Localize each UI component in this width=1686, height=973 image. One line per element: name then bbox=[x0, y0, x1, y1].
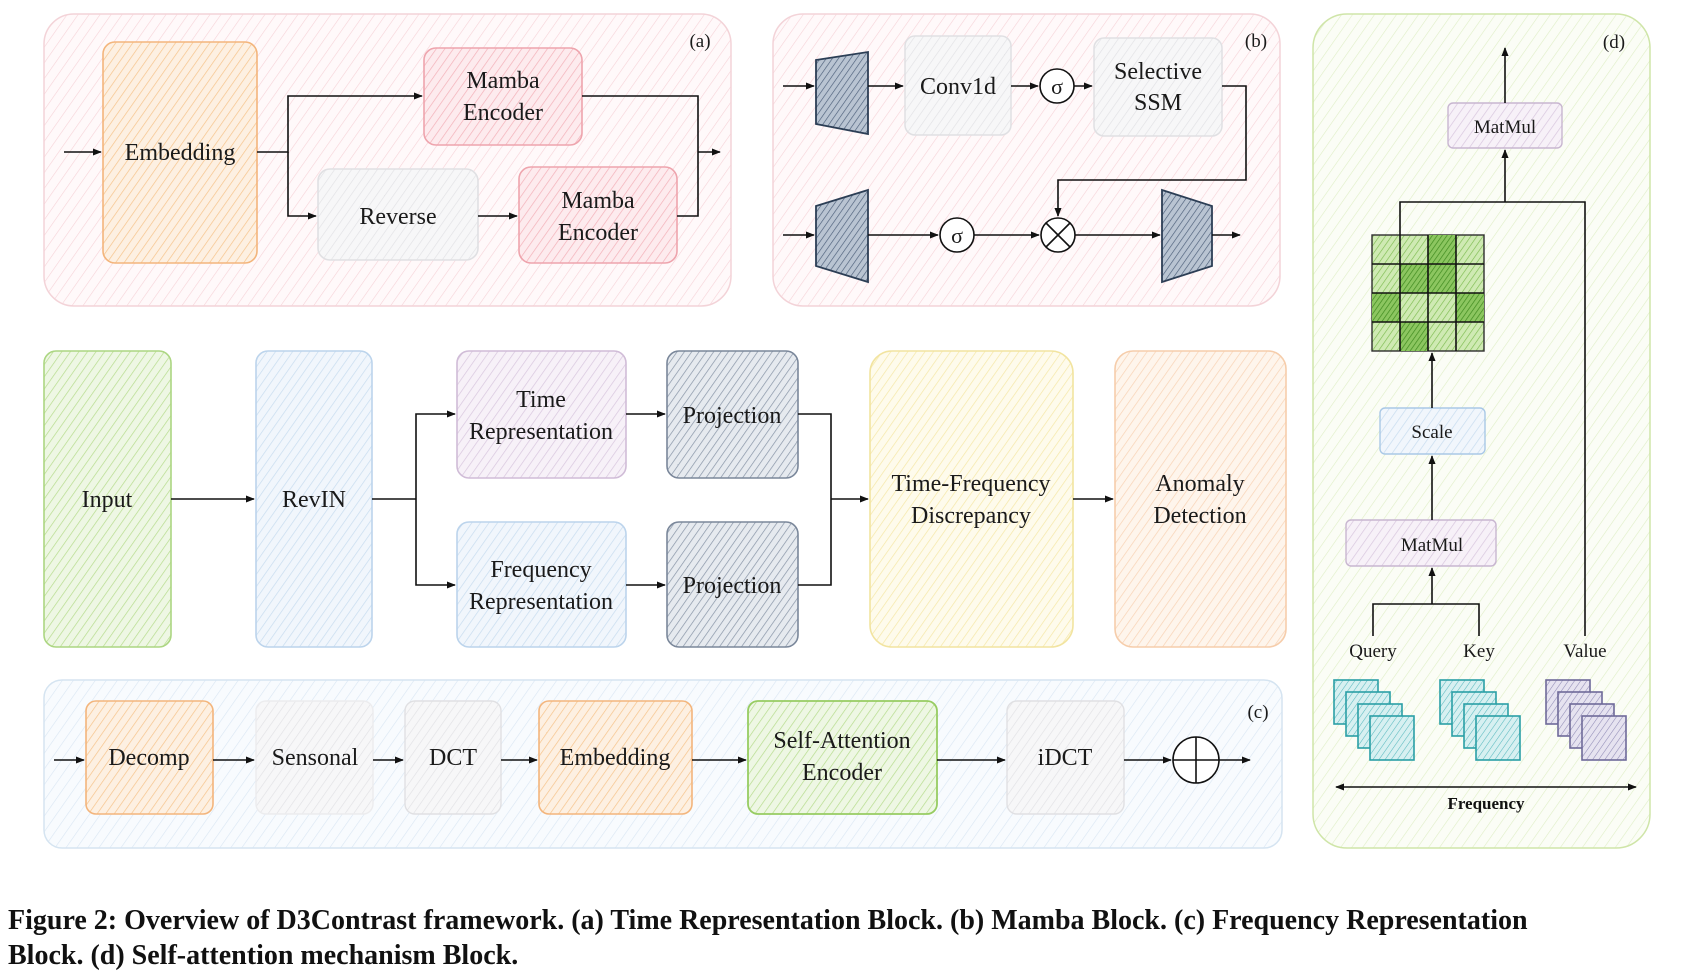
idct-box bbox=[1006, 700, 1125, 815]
selective-ssm-box bbox=[1093, 37, 1223, 137]
scale-label: Scale bbox=[1411, 422, 1452, 443]
decomp-label: Decomp bbox=[108, 745, 189, 771]
self-attention-encoder-box bbox=[747, 700, 938, 815]
caption-line-1: Figure 2: Overview of D3Contrast framewo… bbox=[8, 905, 1528, 936]
projection-bottom-label: Projection bbox=[683, 573, 782, 599]
mamba-encoder-bottom-box bbox=[518, 166, 678, 264]
time-representation-box bbox=[456, 350, 627, 479]
panel-c-frequency-representation-block: (c) Decomp Sensonal DCT Embedding Self-A… bbox=[43, 679, 1283, 849]
linear-projection-output-icon bbox=[1161, 188, 1213, 284]
frequency-representation-box bbox=[456, 521, 627, 648]
selective-ssm-line1: Selective bbox=[1114, 59, 1202, 85]
d3contrast-diagram: (a) Embedding Mamba Encoder Reverse Mamb… bbox=[43, 13, 1651, 849]
time-representation-line1: Time bbox=[516, 387, 566, 413]
dct-label: DCT bbox=[429, 745, 477, 771]
anomaly-detection-box bbox=[1114, 350, 1287, 648]
linear-projection-bottom-icon bbox=[815, 188, 869, 284]
anomaly-detection-line1: Anomaly bbox=[1155, 471, 1244, 497]
frequency-axis-label: Frequency bbox=[1447, 794, 1525, 813]
dct-box bbox=[404, 700, 502, 815]
self-attention-encoder-line2: Encoder bbox=[802, 760, 882, 786]
time-frequency-discrepancy-box bbox=[869, 350, 1074, 648]
query-stack-icon bbox=[1333, 679, 1415, 761]
conv1d-label: Conv1d bbox=[920, 74, 996, 100]
mamba-encoder-bottom-line2: Encoder bbox=[558, 220, 638, 246]
add-icon bbox=[1172, 736, 1220, 784]
sensonal-box bbox=[255, 700, 374, 815]
main-connectors bbox=[171, 410, 1114, 589]
self-attention-encoder-line1: Self-Attention bbox=[773, 728, 910, 754]
mamba-encoder-bottom-line1: Mamba bbox=[561, 188, 635, 214]
matmul-top-label: MatMul bbox=[1474, 117, 1536, 138]
mamba-encoder-top-line2: Encoder bbox=[463, 100, 543, 126]
idct-label: iDCT bbox=[1038, 745, 1093, 771]
sigma-top-label: σ bbox=[1051, 74, 1063, 99]
reverse-box bbox=[317, 168, 479, 261]
matmul-bottom-box bbox=[1345, 519, 1497, 567]
frequency-representation-line1: Frequency bbox=[490, 557, 591, 583]
sensonal-label: Sensonal bbox=[272, 745, 359, 771]
value-stack-icon bbox=[1545, 679, 1627, 761]
frequency-representation-line2: Representation bbox=[469, 589, 613, 615]
multiply-icon bbox=[1040, 217, 1076, 253]
key-stack-icon bbox=[1439, 679, 1521, 761]
projection-top-label: Projection bbox=[683, 403, 782, 429]
embedding-box-c bbox=[538, 700, 693, 815]
mamba-encoder-top-box bbox=[423, 47, 583, 146]
caption-line-2: Block. (d) Self-attention mechanism Bloc… bbox=[8, 940, 519, 971]
mamba-encoder-top-line1: Mamba bbox=[466, 68, 540, 94]
panel-b-mamba-block: (b) Conv1d σ Selective SSM σ bbox=[772, 13, 1281, 307]
linear-projection-top-icon bbox=[815, 50, 869, 136]
embedding-label-c: Embedding bbox=[560, 745, 671, 771]
time-representation-line2: Representation bbox=[469, 419, 613, 445]
panel-c-tag: (c) bbox=[1247, 702, 1268, 723]
reverse-label: Reverse bbox=[359, 204, 436, 230]
figure-caption: Figure 2: Overview of D3Contrast framewo… bbox=[8, 903, 1684, 973]
panel-d-tag: (d) bbox=[1603, 32, 1625, 53]
input-label: Input bbox=[82, 487, 133, 513]
panel-d-self-attention-block: (d) MatMul Scale MatMul Query Key Value bbox=[1312, 13, 1651, 849]
panel-a-connectors bbox=[64, 92, 721, 220]
anomaly-detection-line2: Detection bbox=[1153, 503, 1246, 529]
value-label: Value bbox=[1563, 641, 1606, 662]
panel-d-connectors bbox=[1372, 47, 1586, 636]
query-label: Query bbox=[1349, 641, 1397, 662]
panel-b-tag: (b) bbox=[1245, 31, 1267, 52]
main-pipeline: Input RevIN Time Representation Frequenc… bbox=[43, 350, 1287, 648]
discrepancy-line1: Time-Frequency bbox=[891, 471, 1050, 497]
decomp-box bbox=[85, 700, 214, 815]
attention-weight-grid bbox=[1371, 234, 1485, 352]
discrepancy-line2: Discrepancy bbox=[911, 503, 1031, 529]
embedding-label-a: Embedding bbox=[125, 140, 236, 166]
sigma-bottom-label: σ bbox=[951, 223, 963, 248]
panel-a-time-representation-block: (a) Embedding Mamba Encoder Reverse Mamb… bbox=[43, 13, 732, 307]
panel-b-connectors bbox=[783, 82, 1247, 239]
revin-label: RevIN bbox=[282, 487, 346, 513]
key-label: Key bbox=[1463, 641, 1495, 662]
matmul-bottom-label: MatMul bbox=[1401, 535, 1463, 556]
panel-a-tag: (a) bbox=[689, 31, 710, 52]
selective-ssm-line2: SSM bbox=[1134, 90, 1182, 116]
